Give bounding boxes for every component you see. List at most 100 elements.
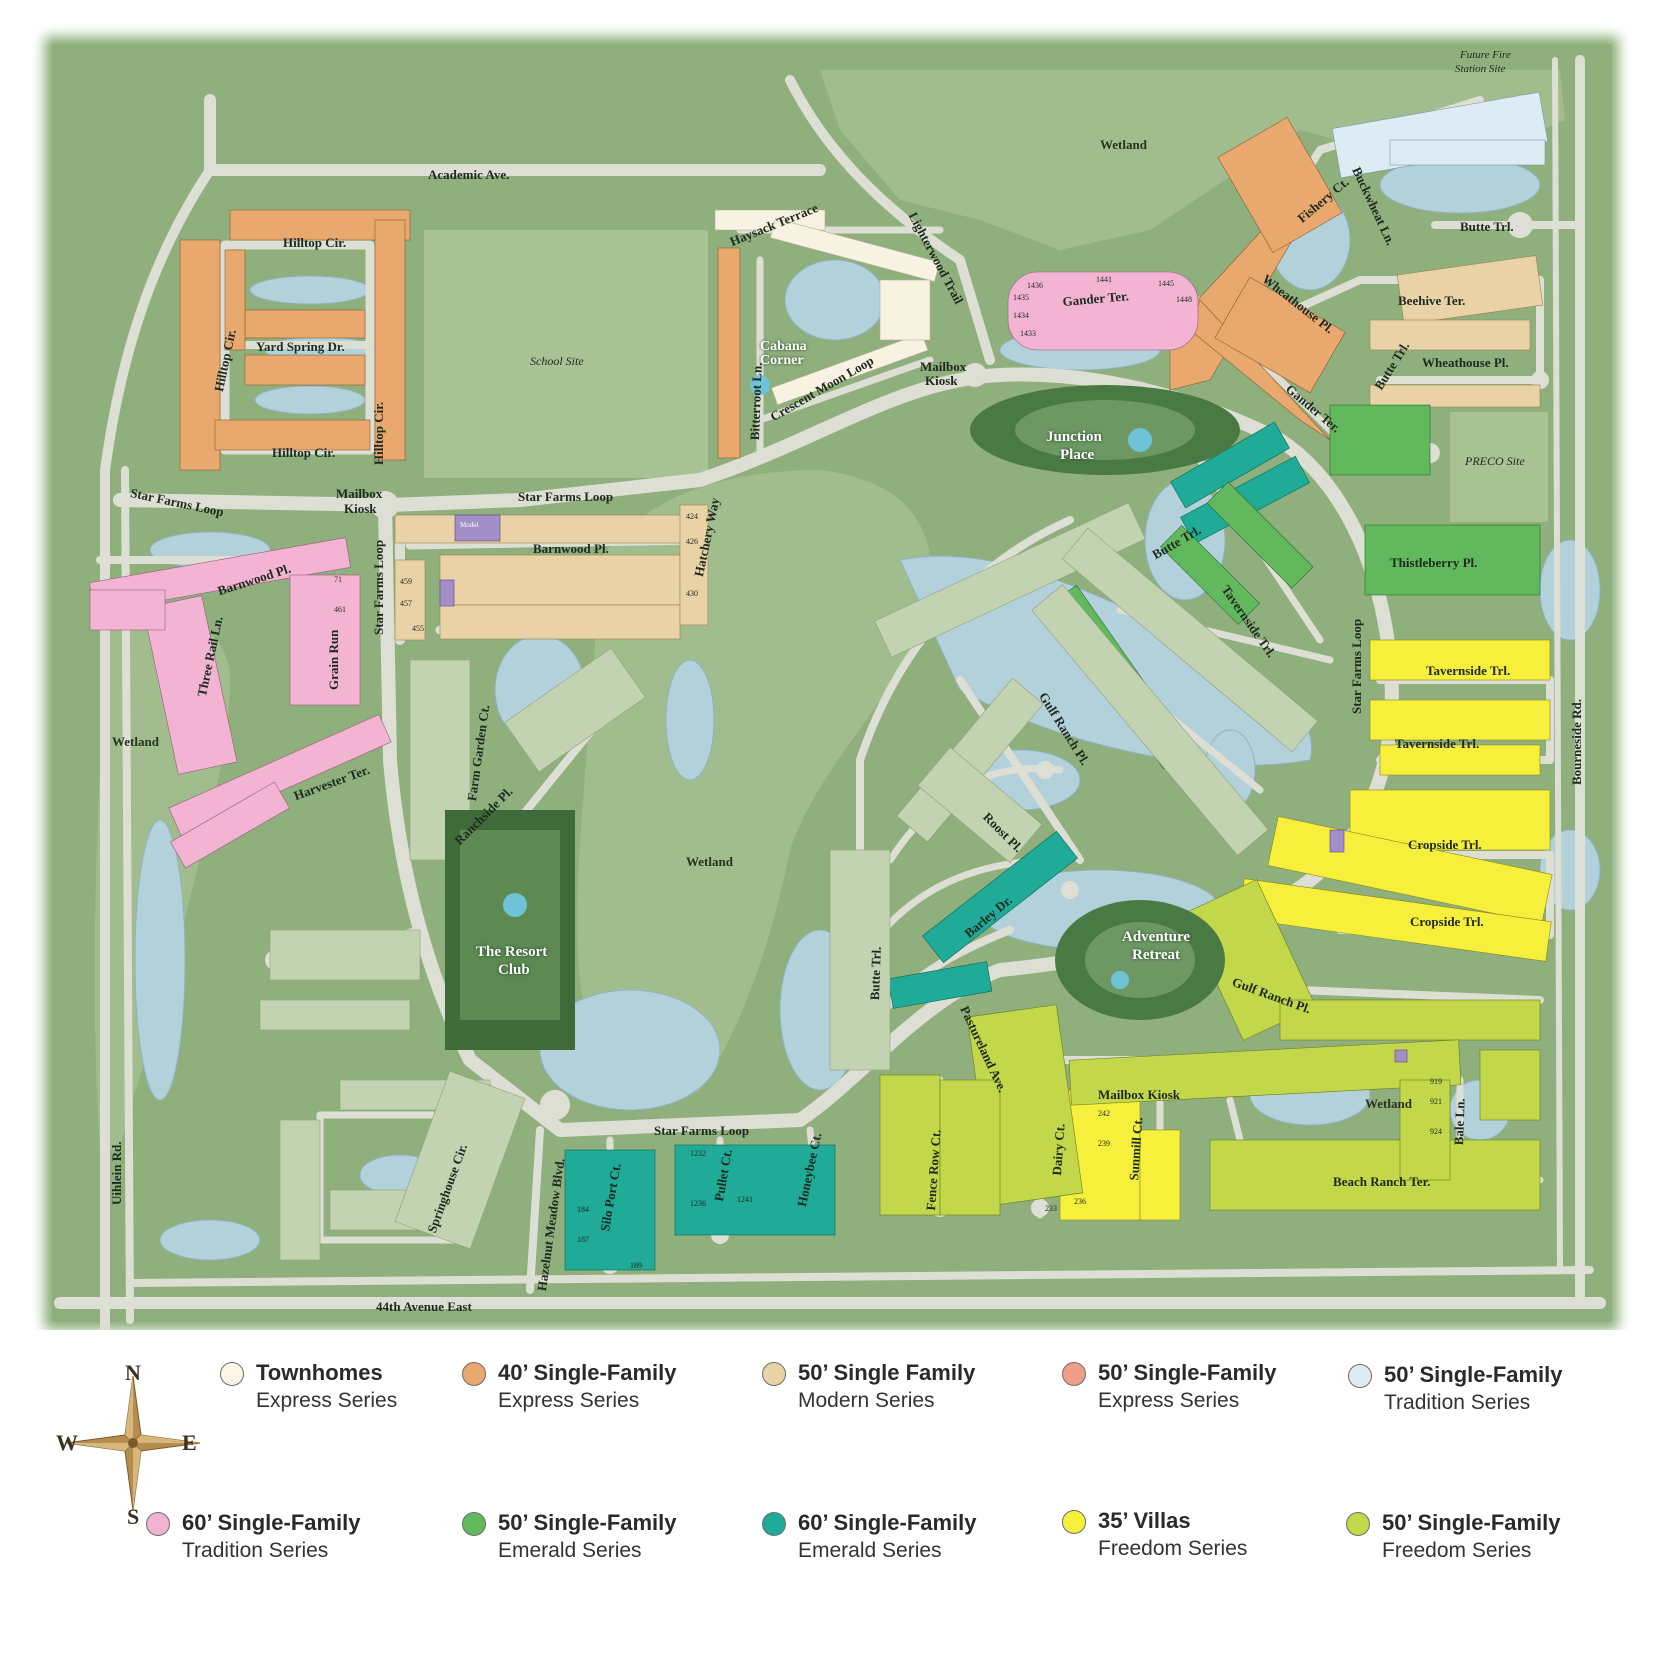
legend-subtitle: Freedom Series [1382, 1539, 1532, 1562]
road-star-farms-loop-e: Star Farms Loop [1349, 618, 1364, 714]
road-hilltop-cir-bottom: Hilltop Cir. [272, 445, 336, 460]
cabana-corner-line1: Cabana [760, 339, 807, 354]
road-dairy-ct: Dairy Ct. [1049, 1123, 1068, 1176]
lots-sf50-tradition [1331, 91, 1549, 179]
road-beach-ranch-ter: Beach Ranch Ter. [1333, 1174, 1431, 1189]
legend-title: 50’ Single-Family [498, 1510, 677, 1535]
compass-n: N [125, 1360, 141, 1385]
road-wheathouse-pl-2: Wheathouse Pl. [1422, 355, 1509, 370]
compass-e: E [182, 1430, 197, 1455]
model-label: Model [460, 521, 479, 529]
road-bitterroot-ln: Bitterroot Ln. [747, 362, 765, 441]
lot-number: 71 [334, 575, 342, 584]
lot-number: 1434 [1013, 311, 1029, 320]
legend-title: 50’ Single-Family [1098, 1360, 1277, 1385]
preco-site [1450, 412, 1548, 522]
road-hilltop-cir-top: Hilltop Cir. [283, 235, 347, 250]
junction-place-line2: Place [1060, 447, 1095, 463]
lots-sf60-emerald [564, 421, 1310, 1271]
legend-subtitle: Express Series [1098, 1389, 1240, 1412]
place-wetland-central: Wetland [686, 854, 733, 869]
lots-sf40-express [179, 116, 1346, 471]
place-future-fire-1: Future Fire [1460, 49, 1511, 61]
road-star-farms-loop-s: Star Farms Loop [654, 1123, 750, 1138]
place-future-fire-2: Station Site [1455, 63, 1506, 75]
legend-swatch [146, 1512, 170, 1536]
lot-number: 426 [686, 537, 698, 546]
mailbox-kiosk-2-line1: Mailbox [920, 359, 967, 374]
lot-number: 1441 [1096, 275, 1112, 284]
model-homes [439, 514, 1408, 1063]
adventure-retreat-line2: Retreat [1132, 947, 1181, 963]
road-beehive-ter: Beehive Ter. [1398, 293, 1466, 308]
legend-title: 50’ Single-Family [1384, 1362, 1563, 1387]
lot-number: 1448 [1176, 295, 1192, 304]
road-butte-trl-far: Butte Trl. [1460, 219, 1514, 234]
lots-sf40-express-col [717, 247, 741, 459]
legend-subtitle: Modern Series [798, 1389, 935, 1412]
place-wetland-southeast: Wetland [1365, 1096, 1412, 1111]
road-cropside-trl-1: Cropside Trl. [1408, 837, 1482, 852]
road-academic-ave: Academic Ave. [428, 167, 510, 182]
lot-number: 455 [412, 624, 424, 633]
place-preco-site: PRECO Site [1465, 454, 1525, 468]
legend-swatch [1062, 1362, 1086, 1386]
lot-number: 1445 [1158, 279, 1174, 288]
legend-swatch [762, 1512, 786, 1536]
resort-club-line1: The Resort [476, 944, 548, 960]
school-site [424, 230, 708, 478]
road-grain-run: Grain Run [326, 629, 341, 690]
lot-number: 1241 [737, 1195, 753, 1204]
compass-rose: N S W E [56, 1360, 208, 1529]
compass-star-icon [65, 1375, 201, 1511]
lot-number: 921 [1430, 1097, 1442, 1106]
road-barnwood-pl-n: Barnwood Pl. [533, 541, 609, 556]
road-yard-spring-dr: Yard Spring Dr. [256, 339, 345, 354]
legend-title: Townhomes [256, 1360, 383, 1385]
legend-title: 40’ Single-Family [498, 1360, 677, 1385]
lot-number: 430 [686, 589, 698, 598]
lot-number: 924 [1430, 1127, 1442, 1136]
lots-sf50-modern [394, 504, 709, 641]
mailbox-kiosk-1-line1: Mailbox [336, 486, 383, 501]
place-wetland-west: Wetland [112, 734, 159, 749]
lot-number: 187 [577, 1235, 589, 1244]
road-butte-trl-s: Butte Trl. [867, 946, 884, 1001]
lot-number: 1436 [1027, 281, 1043, 290]
legend-title: 60’ Single-Family [182, 1510, 361, 1535]
legend-subtitle: Emerald Series [798, 1539, 942, 1562]
legend-swatch [762, 1362, 786, 1386]
legend-title: 60’ Single-Family [798, 1510, 977, 1535]
road-hilltop-cir-right: Hilltop Cir. [371, 401, 386, 465]
road-uihlein-rd: Uihlein Rd. [109, 1141, 124, 1205]
lot-number: 1232 [690, 1149, 706, 1158]
adventure-retreat-line1: Adventure [1122, 929, 1191, 945]
amenities [445, 375, 1240, 1050]
lot-number: 184 [577, 1205, 589, 1214]
lot-number: 242 [1098, 1109, 1110, 1118]
legend-subtitle: Tradition Series [182, 1539, 329, 1562]
road-star-farms-loop-n: Star Farms Loop [518, 489, 614, 504]
mailbox-kiosk-1-line2: Kiosk [344, 501, 377, 516]
lots-sf50-freedom-ne [1369, 255, 1544, 408]
lot-number: 1435 [1013, 293, 1029, 302]
legend-swatch [462, 1512, 486, 1536]
legend-subtitle: Tradition Series [1384, 1391, 1531, 1414]
place-school-site: School Site [530, 354, 584, 368]
wetland-north [820, 70, 1565, 250]
lot-number: 457 [400, 599, 412, 608]
legend-title: 50’ Single Family [798, 1360, 976, 1385]
lot-number: 236 [1074, 1197, 1086, 1206]
compass-s: S [127, 1504, 140, 1529]
legend-swatch [220, 1362, 244, 1386]
resort-club-line2: Club [498, 962, 530, 978]
site-map-graphic [44, 36, 1619, 1330]
lot-number: 1236 [690, 1199, 706, 1208]
mailbox-kiosk-2-line2: Kiosk [925, 373, 958, 388]
place-wetland-north: Wetland [1100, 137, 1147, 152]
road-tavernside-trl-1: Tavernside Trl. [1426, 663, 1511, 678]
legend-swatch [462, 1362, 486, 1386]
road-bourneside-rd: Bourneside Rd. [1569, 699, 1584, 785]
legend-subtitle: Emerald Series [498, 1539, 642, 1562]
road-tavernside-trl-2: Tavernside Trl. [1395, 736, 1480, 751]
